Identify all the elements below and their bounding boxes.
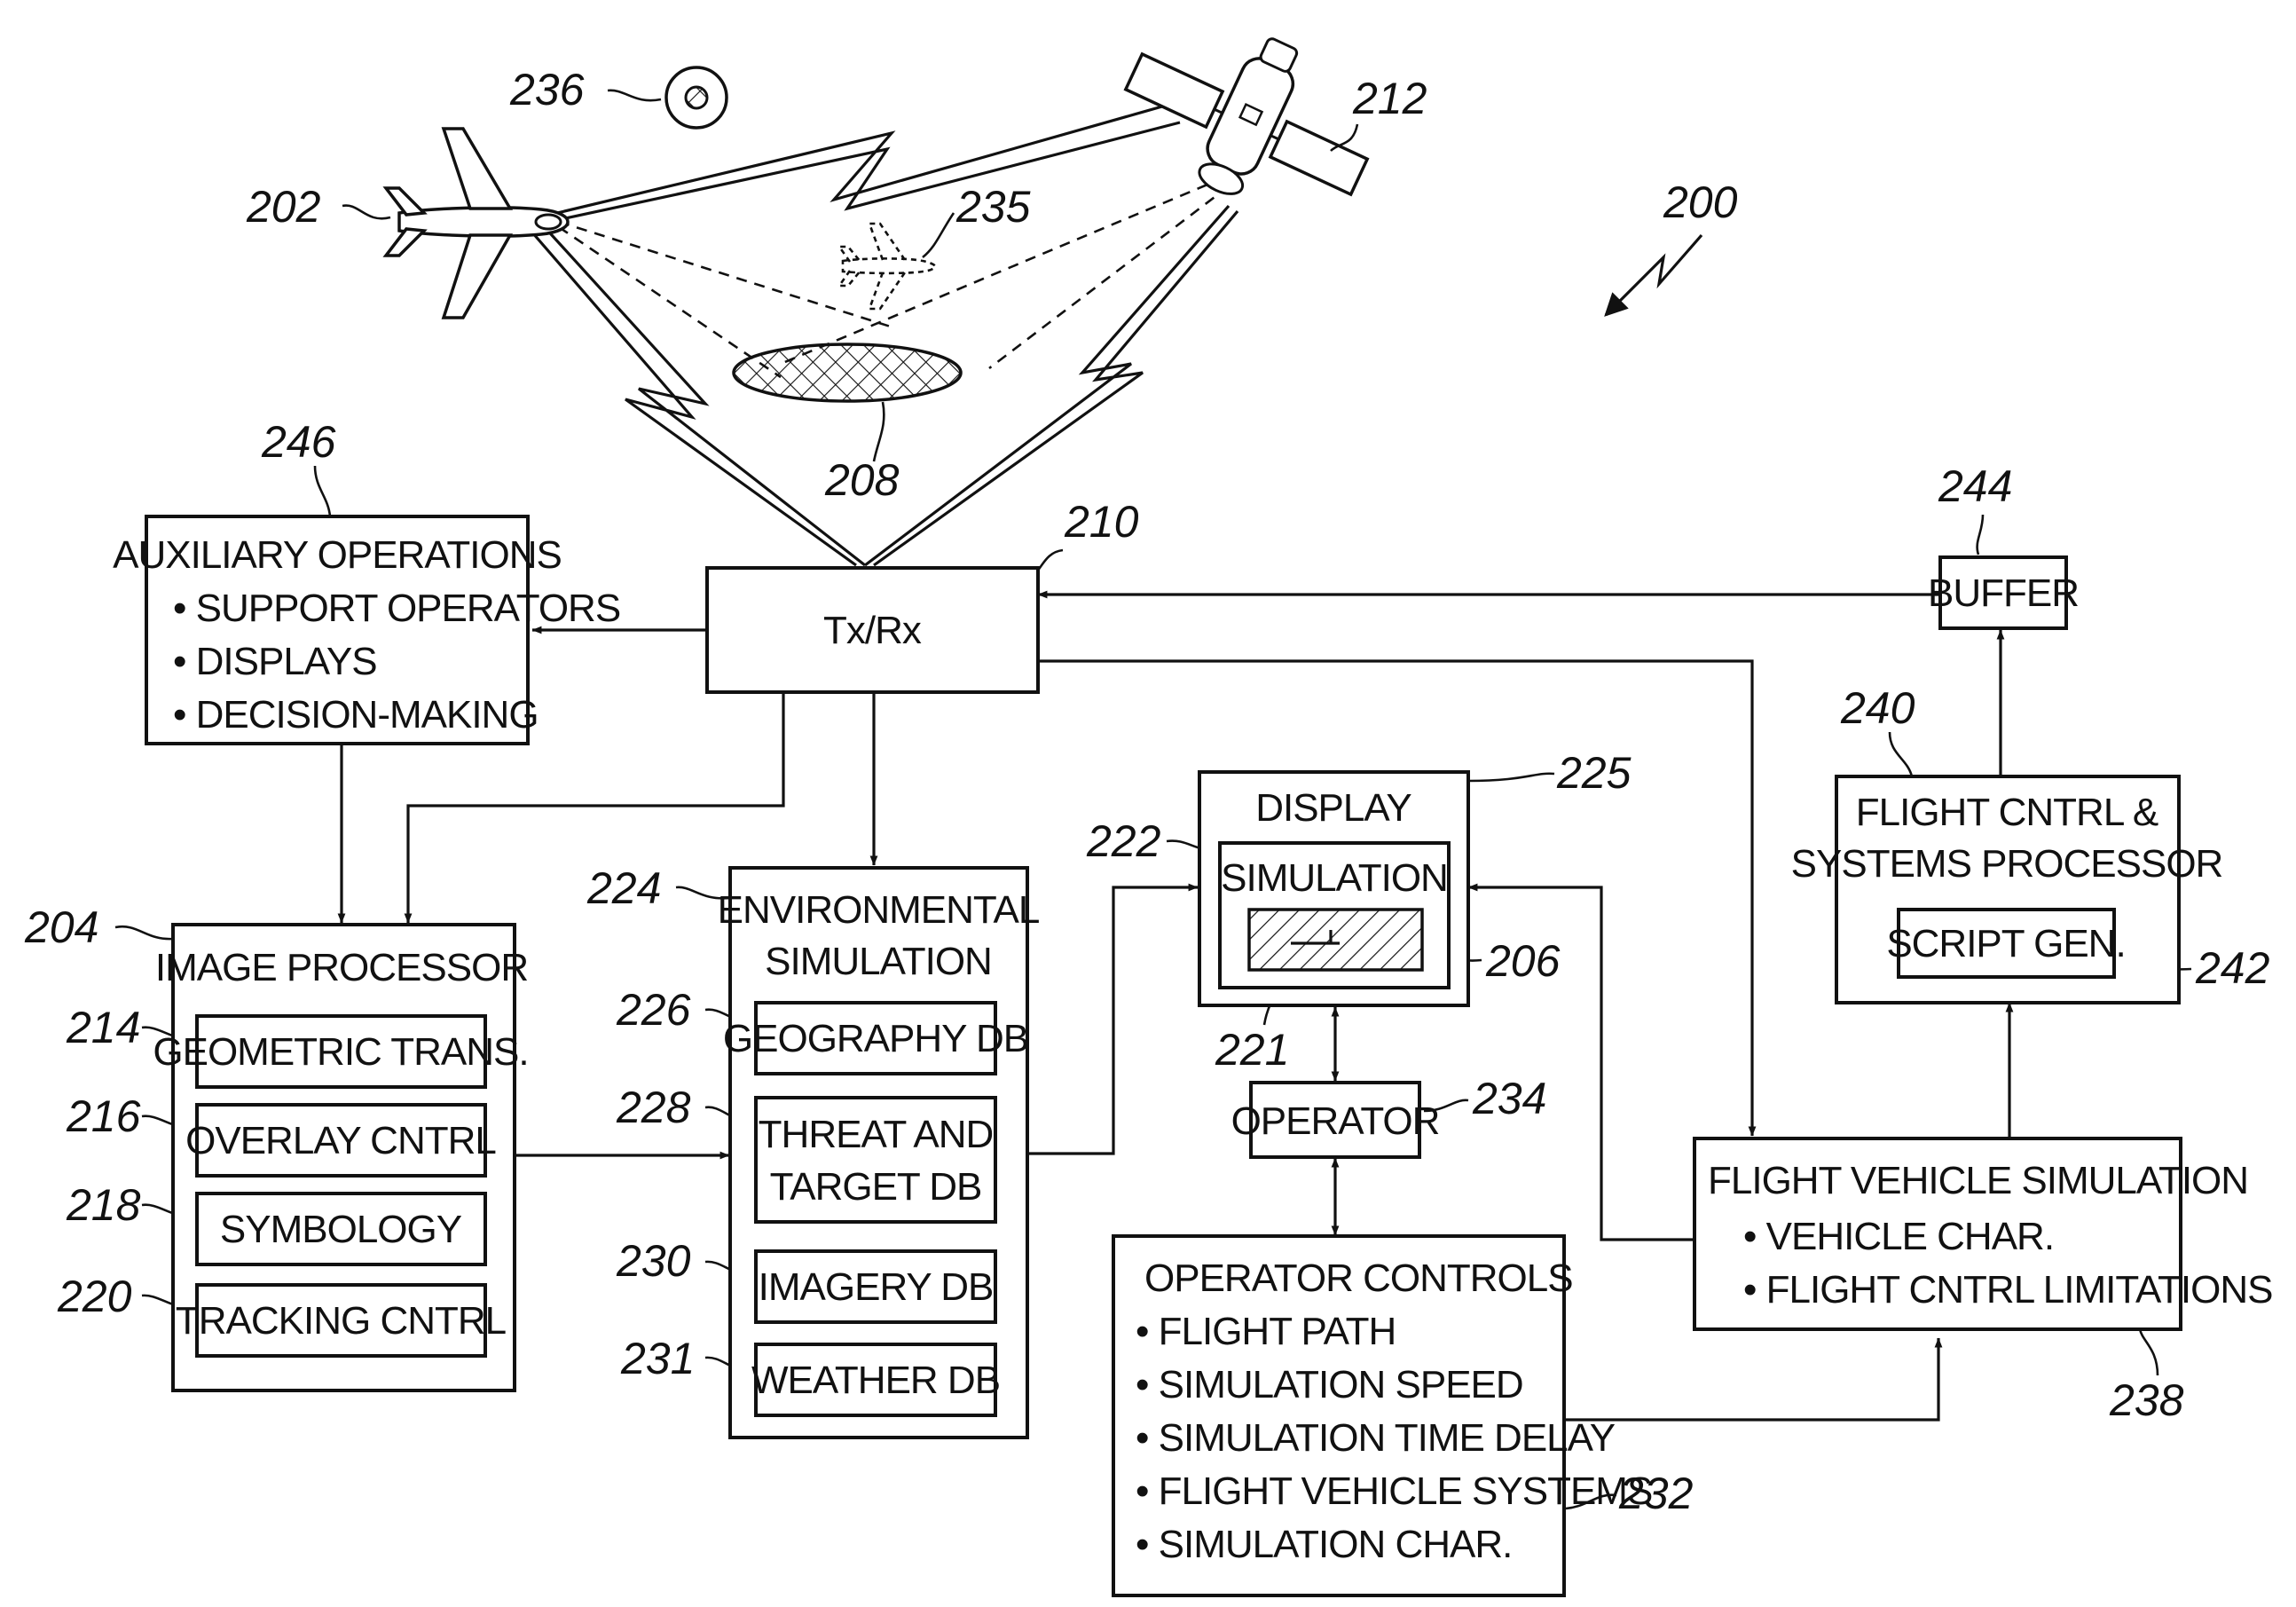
ref-238: 238 [2109, 1375, 2184, 1425]
ref-216: 216 [66, 1091, 141, 1141]
ref-202: 202 [246, 182, 321, 232]
operator-box: OPERATOR [1231, 1083, 1440, 1157]
display-title: DISPLAY [1255, 786, 1411, 830]
ref-214: 214 [66, 1003, 140, 1052]
ref-230: 230 [616, 1236, 691, 1286]
threat-target-label-line2: TARGET DB [770, 1165, 982, 1209]
operator-controls-item: • SIMULATION SPEED [1136, 1363, 1523, 1406]
geography-db-label: GEOGRAPHY DB [723, 1017, 1028, 1060]
ref-218: 218 [66, 1180, 141, 1230]
ref-206: 206 [1485, 936, 1561, 986]
processor-title-line1: FLIGHT CNTRL & [1856, 791, 2158, 834]
flight-vehicle-item: • FLIGHT CNTRL LIMITATIONS [1743, 1268, 2273, 1312]
operator-controls-item: • SIMULATION CHAR. [1136, 1523, 1512, 1566]
auxiliary-item: • DECISION-MAKING [173, 693, 539, 737]
auxiliary-item: • SUPPORT OPERATORS [173, 587, 620, 630]
aircraft-icon [386, 129, 568, 318]
ref-222: 222 [1086, 816, 1161, 866]
leader-202 [342, 206, 390, 219]
txrx-label: Tx/Rx [823, 609, 922, 652]
ref-208: 208 [824, 455, 900, 505]
image-processor-title: IMAGE PROCESSOR [155, 946, 528, 989]
ref-212: 212 [1352, 74, 1427, 123]
operator-controls-box: OPERATOR CONTROLS • FLIGHT PATH • SIMULA… [1113, 1236, 1652, 1595]
ref-224: 224 [586, 863, 661, 913]
sun-symbol-icon [666, 67, 727, 128]
operator-controls-title: OPERATOR CONTROLS [1144, 1256, 1573, 1300]
ref-220: 220 [57, 1272, 132, 1321]
environmental-title-line1: ENVIRONMENTAL [718, 888, 1040, 932]
auxiliary-title: AUXILIARY OPERATIONS [113, 533, 562, 577]
leader-210 [1036, 550, 1063, 572]
ref-234: 234 [1472, 1074, 1546, 1123]
simulation-overlay-icon [1249, 910, 1422, 970]
image-processor-box: IMAGE PROCESSOR GEOMETRIC TRANS. OVERLAY… [153, 925, 528, 1390]
ref-210: 210 [1064, 497, 1139, 547]
ref-221: 221 [1215, 1025, 1289, 1075]
arrow-environmental-to-display [1027, 887, 1198, 1154]
ref-204: 204 [24, 902, 98, 952]
txrx-box: Tx/Rx [707, 568, 1038, 692]
ref-235: 235 [955, 182, 1031, 232]
weather-db-label: WEATHER DB [751, 1359, 1000, 1402]
ref-240: 240 [1840, 683, 1915, 733]
flight-vehicle-title: FLIGHT VEHICLE SIMULATION [1708, 1159, 2248, 1202]
ref-236: 236 [509, 65, 585, 114]
leader-246 [315, 466, 330, 516]
environmental-title-line2: SIMULATION [765, 940, 992, 983]
threat-target-label-line1: THREAT AND [759, 1113, 994, 1156]
geometric-trans-label: GEOMETRIC TRANS. [153, 1030, 528, 1074]
processor-title-line2: SYSTEMS PROCESSOR [1791, 842, 2223, 886]
leader-236 [608, 91, 661, 100]
flight-vehicle-item: • VEHICLE CHAR. [1743, 1215, 2054, 1258]
display-box: DISPLAY SIMULATION [1199, 772, 1468, 1005]
auxiliary-item: • DISPLAYS [173, 640, 377, 683]
leader-235 [923, 213, 954, 257]
flight-cntrl-processor-box: FLIGHT CNTRL & SYSTEMS PROCESSOR SCRIPT … [1791, 776, 2223, 1003]
buffer-label: BUFFER [1928, 571, 2079, 615]
leader-225 [1468, 774, 1554, 781]
leader-240 [1890, 732, 1912, 776]
leader-244 [1978, 515, 1983, 555]
comm-link-aircraft-satellite [557, 106, 1180, 220]
overlay-cntrl-label: OVERLAY CNTRL [185, 1119, 496, 1162]
ref-244: 244 [1938, 461, 2012, 511]
ref-225: 225 [1556, 748, 1632, 798]
operator-controls-item: • FLIGHT PATH [1136, 1310, 1396, 1353]
leader-208 [874, 402, 884, 461]
ref-226: 226 [616, 985, 691, 1035]
script-gen-label: SCRIPT GEN. [1886, 922, 2125, 965]
ref-242: 242 [2195, 943, 2270, 993]
tracking-cntrl-label: TRACKING CNTRL [176, 1299, 507, 1343]
ref-231: 231 [620, 1334, 695, 1383]
sensor-cone-upper [559, 222, 896, 328]
system-indicator-arrow [1606, 235, 1702, 315]
flight-vehicle-simulation-box: FLIGHT VEHICLE SIMULATION • VEHICLE CHAR… [1694, 1138, 2273, 1329]
ref-246: 246 [261, 417, 336, 467]
simulated-aircraft-icon [839, 224, 935, 309]
operator-label: OPERATOR [1231, 1099, 1440, 1143]
imagery-db-label: IMAGERY DB [759, 1265, 994, 1309]
operator-controls-item: • SIMULATION TIME DELAY [1136, 1416, 1616, 1460]
arrow-controls-to-flight-vehicle [1566, 1338, 1938, 1420]
simulation-label: SIMULATION [1221, 856, 1448, 900]
target-area-icon [734, 344, 961, 401]
ref-200: 200 [1663, 177, 1738, 227]
operator-controls-item: • FLIGHT VEHICLE SYSTEMS [1136, 1469, 1652, 1513]
environmental-simulation-box: ENVIRONMENTAL SIMULATION GEOGRAPHY DB TH… [718, 868, 1040, 1438]
ref-228: 228 [616, 1083, 691, 1132]
leader-238 [2140, 1329, 2158, 1375]
leader-204 [115, 926, 173, 939]
buffer-box: BUFFER [1928, 557, 2079, 628]
symbology-label: SYMBOLOGY [220, 1208, 462, 1251]
